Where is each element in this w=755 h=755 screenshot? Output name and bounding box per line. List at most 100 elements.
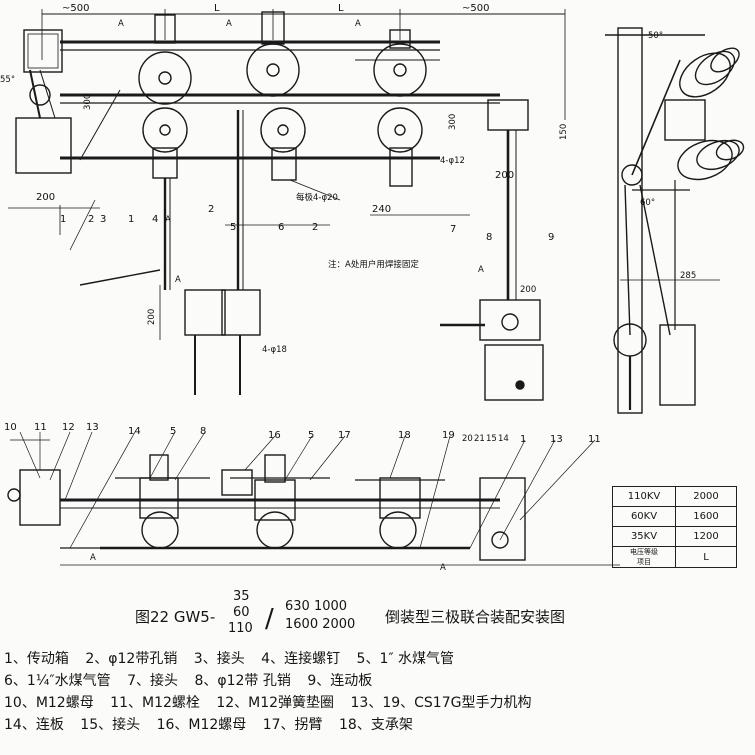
dim-150: 150 — [559, 124, 569, 140]
callout: 8 — [200, 426, 206, 437]
callout: 9 — [548, 232, 554, 243]
insulator-upper — [679, 47, 740, 98]
callout: 2 — [88, 214, 94, 225]
parts-row: 1、传动箱 2、φ12带孔销 3、接头 4、连接螺钉 5、1″ 水煤气管 — [4, 648, 752, 670]
caption-voltage-bot: 110 — [228, 621, 253, 636]
dim-200a: 200 — [36, 192, 55, 203]
voltage-cell: 35KV — [612, 526, 676, 547]
callout: 8 — [486, 232, 492, 243]
a-mark-6: A — [165, 215, 171, 225]
dim-l2: L — [338, 3, 344, 14]
length-cell: 1600 — [675, 506, 737, 527]
dim-l1: L — [214, 3, 220, 14]
angle-55: 55° — [0, 75, 15, 85]
callout: 4 — [152, 214, 158, 225]
angle-50: 50° — [648, 31, 663, 41]
header-right: L — [675, 546, 737, 568]
leader-lines — [19, 431, 596, 549]
caption-current-top: 630 1000 — [285, 599, 348, 614]
angle-60: 60° — [640, 198, 655, 208]
callout: 18 — [398, 430, 411, 441]
caption-current-bot: 1600 2000 — [285, 617, 356, 632]
caption-voltage-mid: 60 — [233, 605, 250, 620]
callout: 20 — [462, 434, 473, 444]
table-row: 110KV 2000 — [612, 486, 737, 507]
callout: 14 — [498, 434, 509, 444]
callout: 11 — [34, 422, 47, 433]
callout: 16 — [268, 430, 281, 441]
base-pole-1 — [115, 454, 210, 549]
parts-row: 10、M12螺母 11、M12螺栓 12、M12弹簧垫圈 13、19、CS17G… — [4, 692, 752, 714]
base-pole-2 — [221, 454, 330, 549]
a-mark-front-2: A — [440, 563, 446, 573]
length-cell: 2000 — [675, 486, 737, 507]
list-item: 18、支承架 — [339, 717, 413, 733]
caption-voltage-top: 35 — [233, 589, 250, 604]
table-row: 35KV 1200 — [612, 526, 737, 547]
callout: 15 — [486, 434, 497, 444]
a-mark-1: A — [118, 19, 124, 29]
callout: 2 — [312, 222, 318, 233]
hole-12: 4-φ12 — [440, 156, 465, 166]
callout: 14 — [128, 426, 141, 437]
list-item: 3、接头 — [193, 651, 245, 667]
callout: 1 — [520, 434, 526, 445]
callout: 12 — [62, 422, 75, 433]
dim-300b: 300 — [448, 114, 458, 130]
a-mark-5: A — [175, 275, 181, 285]
callout: 17 — [338, 430, 351, 441]
dim-left: ~500 — [62, 3, 89, 14]
callout: 13 — [550, 434, 563, 445]
pole-3 — [355, 29, 440, 187]
callout: 6 — [278, 222, 284, 233]
a-mark-2: A — [226, 19, 232, 29]
side-view — [605, 27, 745, 414]
insulator-lower — [677, 139, 745, 181]
a-mark-3: A — [355, 19, 361, 29]
top-callouts: 1 2 3 1 4 2 5 6 2 7 8 9 — [60, 204, 554, 243]
list-item: 17、拐臂 — [262, 717, 323, 733]
pole-1 — [138, 14, 192, 290]
top-view — [8, 9, 566, 401]
callout: 10 — [4, 422, 17, 433]
a-mark-front-1: A — [90, 553, 96, 563]
hole-20: 每极4-φ20 — [296, 192, 338, 203]
hole-18: 4-φ18 — [262, 345, 287, 355]
voltage-length-table: 110KV 2000 60KV 1600 35KV 1200 电压等级 项目 L — [612, 486, 737, 568]
callout: 1 — [60, 214, 66, 225]
a-mark-4: A — [478, 265, 484, 275]
callout: 2 — [208, 204, 214, 215]
parts-row: 6、1¼″水煤气管 7、接头 8、φ12带 孔销 9、连动板 — [4, 670, 752, 692]
callout: 21 — [474, 434, 485, 444]
list-item: 5、1″ 水煤气管 — [356, 651, 455, 667]
list-item: 10、M12螺母 — [4, 695, 94, 711]
callout: 19 — [442, 430, 455, 441]
dim-240: 240 — [372, 204, 391, 215]
voltage-cell: 60KV — [612, 506, 676, 527]
callout: 11 — [588, 434, 601, 445]
caption-prefix: 图22 GW5- — [135, 608, 216, 626]
callout: 3 — [100, 214, 106, 225]
dim-300: 300 — [83, 94, 93, 110]
list-item: 16、M12螺母 — [156, 717, 247, 733]
pole-2 — [236, 11, 306, 290]
list-item: 7、接头 — [127, 673, 178, 689]
voltage-cell: 110KV — [612, 486, 676, 507]
header-left: 电压等级 项目 — [612, 546, 676, 568]
callout: 5 — [230, 222, 236, 233]
callout: 5 — [170, 426, 176, 437]
callout: 13 — [86, 422, 99, 433]
header-left-bottom: 项目 — [637, 558, 651, 566]
list-item: 12、M12弹簧垫圈 — [216, 695, 335, 711]
table-row: 60KV 1600 — [612, 506, 737, 527]
dim-200b: 200 — [495, 170, 514, 181]
dim-285: 285 — [680, 271, 696, 281]
list-item: 8、φ12带 孔销 — [194, 673, 291, 689]
callout: 1 — [128, 214, 134, 225]
figure-caption: 图22 GW5- 35 60 110 / 630 1000 1600 2000 … — [135, 590, 655, 642]
dim-200c: 200 — [520, 285, 536, 295]
list-item: 2、φ12带孔销 — [85, 651, 178, 667]
header-left-top: 电压等级 — [630, 548, 658, 556]
list-item: 14、连板 — [4, 717, 64, 733]
list-item: 15、接头 — [80, 717, 141, 733]
